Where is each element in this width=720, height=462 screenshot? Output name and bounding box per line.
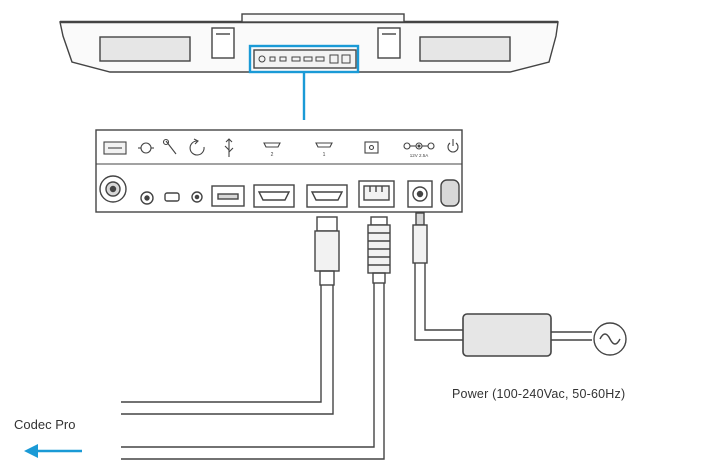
network-port-icon <box>364 141 379 154</box>
audio-jack <box>140 191 154 205</box>
mini-ports <box>258 54 351 64</box>
device-top-strip <box>241 13 405 23</box>
ac-sine-icon <box>593 322 627 356</box>
physical-port-row <box>99 175 460 208</box>
ethernet-port <box>358 180 395 208</box>
hdmi-2-number: 2 <box>271 152 274 158</box>
hdmi-port-2 <box>253 184 295 208</box>
ethernet-cable <box>121 216 391 460</box>
service-wrench-icon <box>162 138 177 155</box>
power-button-icon <box>447 139 459 153</box>
power-label: Power (100-240Vac, 50-60Hz) <box>452 387 626 401</box>
codec-pro-label: Codec Pro <box>14 417 76 432</box>
usb-a-port <box>211 185 245 207</box>
bracket-left <box>211 27 235 59</box>
port-icon-row: 2 1 12V 2.5A <box>103 138 459 158</box>
panel-outline <box>95 129 463 213</box>
dc-power-icon: 12V 2.5A <box>403 142 435 158</box>
touch-port-icon <box>103 141 127 155</box>
hdmi-input-2-icon: 2 <box>263 142 281 158</box>
hdmi-1-number: 1 <box>323 152 326 158</box>
mini-port-panel <box>253 49 357 69</box>
hdmi-plug-tip <box>316 216 338 232</box>
speaker-grille-left <box>99 36 191 62</box>
camera-control-icon <box>138 142 154 154</box>
dc-plug-tip <box>415 212 425 226</box>
dc-plug-body <box>412 224 428 264</box>
reset-pinhole <box>191 191 203 203</box>
power-cable <box>412 212 627 357</box>
reset-icon <box>189 138 205 156</box>
port-panel <box>95 129 463 213</box>
speaker-grille-right <box>419 36 511 62</box>
room-bar-device <box>59 13 559 73</box>
usb-icon <box>224 138 234 157</box>
micro-usb-port <box>164 192 180 202</box>
hdmi-input-1-icon: 1 <box>315 142 333 158</box>
hdmi-plug-body <box>314 230 340 272</box>
hdmi-port-1 <box>306 184 348 208</box>
hdmi-cable <box>121 216 340 415</box>
power-switch <box>440 179 460 207</box>
cables <box>121 212 627 460</box>
dc-jack <box>407 180 433 208</box>
left-arrow-icon <box>24 444 82 458</box>
power-adapter <box>462 313 552 357</box>
power-rating-text: 12V 2.5A <box>410 153 429 158</box>
bracket-right <box>377 27 401 59</box>
bnc-port <box>99 175 127 203</box>
rj45-plug-tip <box>370 216 388 226</box>
